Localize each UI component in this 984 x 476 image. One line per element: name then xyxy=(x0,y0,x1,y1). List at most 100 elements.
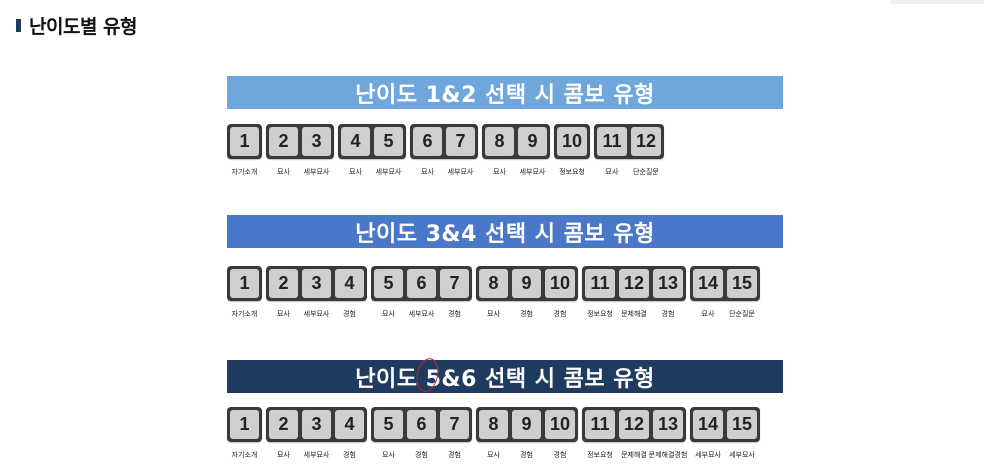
question-number: 15 xyxy=(727,410,757,439)
question-type-label: 자기소개 xyxy=(231,451,258,459)
question-type-label: 문제해결 xyxy=(621,451,647,459)
question-number: 8 xyxy=(485,127,514,156)
question-number: 15 xyxy=(727,269,757,298)
question-number: 14 xyxy=(693,410,723,439)
question-number: 12 xyxy=(619,269,649,298)
question-type-label: 세부묘사 xyxy=(695,451,721,459)
question-type-label: 경험 xyxy=(343,451,356,459)
question-number: 13 xyxy=(653,410,683,439)
question-type-label: 세부묘사 xyxy=(447,168,474,176)
question-type-label: 문제해결 xyxy=(621,310,647,318)
question-type-label: 묘사 xyxy=(277,310,290,318)
question-type-label: 묘사 xyxy=(277,168,290,176)
question-type-label: 경험 xyxy=(415,451,428,459)
question-number: 12 xyxy=(619,410,649,439)
question-group: 1 xyxy=(227,266,262,301)
question-number: 4 xyxy=(335,269,364,298)
question-number: 3 xyxy=(302,127,331,156)
question-number: 13 xyxy=(653,269,683,298)
question-type-label: 세부묘사 xyxy=(303,310,330,318)
question-number: 1 xyxy=(230,410,259,439)
question-type-label: 세부묘사 xyxy=(375,168,402,176)
question-number: 7 xyxy=(440,269,469,298)
question-type-label: 묘사 xyxy=(382,310,395,318)
question-number: 5 xyxy=(374,269,403,298)
question-type-label: 묘사 xyxy=(277,451,290,459)
question-type-label: 세부묘사 xyxy=(303,451,330,459)
page-title: 난이도별 유형 xyxy=(16,12,138,39)
question-type-label: 묘사 xyxy=(701,310,715,318)
question-type-label: 정보요청 xyxy=(587,451,613,459)
question-number: 4 xyxy=(341,127,370,156)
question-type-label: 묘사 xyxy=(487,451,500,459)
question-type-label: 경험 xyxy=(520,310,533,318)
question-number: 9 xyxy=(518,127,547,156)
question-type-label: 경험 xyxy=(553,310,567,318)
question-number: 11 xyxy=(597,127,627,156)
question-type-label: 묘사 xyxy=(605,168,619,176)
question-group: 1 xyxy=(227,407,262,442)
question-type-label: 세부묘사 xyxy=(519,168,546,176)
question-type-label: 경험 xyxy=(448,310,461,318)
question-number: 3 xyxy=(302,410,331,439)
question-type-label: 묘사 xyxy=(349,168,362,176)
question-number: 10 xyxy=(545,410,575,439)
question-type-label: 세부묘사 xyxy=(303,168,330,176)
question-number: 6 xyxy=(407,269,436,298)
page-title-text: 난이도별 유형 xyxy=(29,16,138,38)
question-type-label: 정보요청 xyxy=(559,168,585,176)
question-type-label: 자기소개 xyxy=(231,168,258,176)
question-type-label: 정보요청 xyxy=(587,310,613,318)
question-number: 5 xyxy=(374,127,403,156)
question-type-label: 경험 xyxy=(448,451,461,459)
question-group: 10 xyxy=(554,124,590,159)
question-type-label: 묘사 xyxy=(421,168,434,176)
question-number: 4 xyxy=(335,410,364,439)
question-number: 2 xyxy=(269,127,298,156)
question-type-label: 단순질문 xyxy=(633,168,659,176)
question-number: 8 xyxy=(479,269,508,298)
question-number: 11 xyxy=(585,410,615,439)
question-group: 1 xyxy=(227,124,262,159)
title-bullet-icon xyxy=(16,19,21,32)
question-number: 6 xyxy=(413,127,442,156)
question-number: 6 xyxy=(407,410,436,439)
question-number: 9 xyxy=(512,410,541,439)
question-number: 1 xyxy=(230,127,259,156)
question-number: 1 xyxy=(230,269,259,298)
question-number: 11 xyxy=(585,269,615,298)
question-number: 5 xyxy=(374,410,403,439)
question-number: 14 xyxy=(693,269,723,298)
question-number: 7 xyxy=(440,410,469,439)
question-number: 8 xyxy=(479,410,508,439)
question-number: 9 xyxy=(512,269,541,298)
section-banner: 난이도 3&4 선택 시 콤보 유형 xyxy=(227,215,783,248)
question-type-label: 세부묘사 xyxy=(408,310,435,318)
question-type-label: 경험 xyxy=(343,310,356,318)
question-type-label: 단순질문 xyxy=(729,310,755,318)
question-type-label: 묘사 xyxy=(382,451,395,459)
question-number: 7 xyxy=(446,127,475,156)
question-number: 2 xyxy=(269,410,298,439)
question-type-label: 묘사 xyxy=(493,168,506,176)
question-number: 10 xyxy=(557,127,587,156)
